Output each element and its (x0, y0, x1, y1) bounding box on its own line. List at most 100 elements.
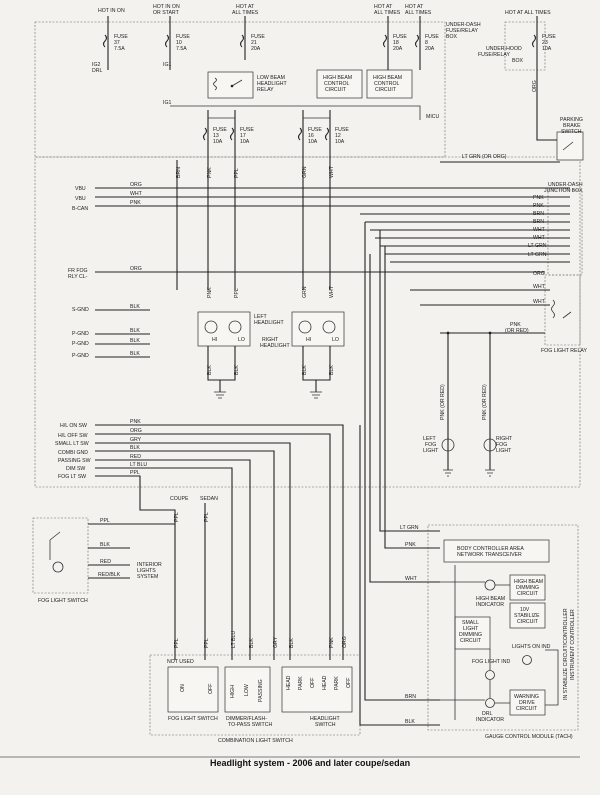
ig2-label: IG2 (92, 62, 100, 68)
fuse-10-name: FUSE (176, 34, 190, 40)
lt-grn-or-org: LT GRN (OR ORG) (462, 154, 507, 160)
stab-3: CIRCUIT (517, 619, 539, 625)
bw-ppl-2: PPL (204, 638, 210, 648)
dimmer-2: TO-PASS SWITCH (228, 722, 272, 728)
label-hot-all-7: HOT AT ALL TIMES (505, 10, 551, 16)
wc-org-1: ORG (130, 182, 142, 188)
fuse-37-amp: 7.5A (114, 46, 125, 52)
fuse-16-name: FUSE (308, 127, 322, 133)
vtag-brn: BRN (176, 167, 182, 178)
gauge-side-1: IN STABILIZE CIRCUIT/CONTROLLER (563, 608, 569, 700)
ig1-label-top: IG1 (163, 62, 171, 68)
drl-label: DRL (92, 68, 102, 74)
warning-drive (509, 689, 546, 716)
left-hi: HI (212, 337, 217, 343)
dimmer-1: DIMMER/FLASH- (226, 716, 267, 722)
switch-signal-buses (95, 424, 344, 660)
junction-1: UNDER-DASH (548, 182, 583, 188)
under-dash-fuse-1: UNDER-DASH (446, 22, 481, 28)
headlight-switch (281, 666, 353, 713)
rc-wht-1: WHT (533, 284, 546, 290)
fuse-18-name: FUSE (393, 34, 407, 40)
sld-3: DIMMING (459, 632, 482, 638)
fsw-red: RED (100, 559, 111, 565)
fog-light-switch-label: FOG LIGHT SWITCH (38, 598, 88, 604)
jc-ltgrn-1: LT GRN (528, 243, 547, 249)
pnk-or-red-1: PNK (510, 322, 521, 328)
fog-off: OFF (208, 684, 214, 694)
wd-1: WARNING (514, 694, 539, 700)
under-dash-fuse-2: FUSE/RELAY (446, 28, 478, 34)
fog-junction-dot-r (488, 331, 492, 335)
fog-light-relay-border (544, 274, 581, 346)
wc-blk-3: BLK (130, 338, 140, 344)
fuse-16-num: 16 (308, 133, 314, 139)
page-title: Headlight system - 2006 and later coupe/… (210, 758, 410, 768)
hbc2-2: CONTROL (374, 81, 399, 87)
fuse-10-amp: 7.5A (176, 46, 187, 52)
hs-park-2: PARK (334, 676, 340, 690)
hs-off-2: OFF (346, 678, 352, 688)
rc-wht-2: WHT (533, 299, 546, 305)
label-hot-on-start-1: HOT IN ON (153, 4, 180, 10)
bw-ltblu: LT BLU (231, 631, 237, 648)
sw-ppl: PPL (130, 470, 140, 476)
top-fuse-row (102, 16, 538, 70)
hs-label-1: HEADLIGHT (310, 716, 341, 722)
sw-blk: BLK (130, 445, 140, 451)
sw-gry: GRY (130, 437, 142, 443)
fuse-18-num: 18 (393, 40, 399, 46)
gauge-internal-wiring (440, 565, 559, 720)
label-hot-in-on: HOT IN ON (98, 8, 125, 14)
pin-fr-fog: FR FOG (68, 268, 88, 274)
vtag-grn: GRN (302, 166, 308, 178)
sld-2: LIGHT (463, 626, 479, 632)
stab-2: STABILIZE (514, 613, 540, 619)
sld-4: CIRCUIT (460, 638, 482, 644)
pin-bcan: B-CAN (72, 206, 88, 212)
second-fuse-row (202, 110, 331, 290)
left-fog-lamp (441, 438, 455, 452)
pin-hl-on: H/L ON SW (60, 423, 87, 429)
fog-vtag-r: PNK (OR RED) (482, 384, 488, 420)
right-fog-3: LIGHT (496, 448, 512, 454)
stabilize-circuit (509, 602, 546, 629)
bw-blk-1: BLK (249, 638, 255, 648)
under-hood-fuse-1: UNDER-HOOD (486, 46, 522, 52)
dim-low: LOW (244, 684, 250, 696)
fog-light-switch-border (32, 517, 89, 594)
jc-brn-2: BRN (533, 219, 544, 225)
hbc1-1: HIGH BEAM (323, 75, 352, 81)
hs-head-1: HEAD (286, 675, 292, 690)
right-fog-lamp (483, 438, 497, 452)
low-beam-relay-3: RELAY (257, 87, 274, 93)
high-beam-control-2 (366, 69, 413, 99)
fuse-23-num: 23 (542, 40, 548, 46)
label-hot-all-6: ALL TIMES (405, 10, 432, 16)
right-fog-1: RIGHT (496, 436, 513, 442)
pnk-or-red-2: (OR RED) (505, 328, 529, 334)
fuse-37-num: 37 (114, 40, 120, 46)
parking-brake-1: PARKING (560, 117, 583, 123)
top-horizontal-buses (95, 187, 570, 358)
hs-head-2: HEAD (322, 675, 328, 690)
org-to-parking-brake (536, 70, 560, 141)
parking-brake-3: SWITCH (561, 129, 582, 135)
junction-2: JUNCTION BOX (544, 188, 583, 194)
hbc2-1: HIGH BEAM (373, 75, 402, 81)
jc-ltgrn-2: LT GRN (528, 252, 547, 258)
pin-p-gnd-2: P-GND (72, 341, 89, 347)
fog-switch-small-label: FOG LIGHT SWITCH (168, 716, 218, 722)
pin-p-gnd-3: P-GND (72, 353, 89, 359)
right-headlight (291, 311, 345, 347)
junction-buses (360, 213, 570, 263)
low-beam-relay-1: LOW BEAM (257, 75, 285, 81)
left-fog-2: FOG (425, 442, 436, 448)
fuse-23-name: FUSE (542, 34, 556, 40)
parking-brake-switch (556, 131, 584, 161)
right-fog-ground (485, 469, 495, 477)
left-lo-lamp (228, 320, 242, 334)
drl-indicator-lamp (485, 698, 495, 708)
